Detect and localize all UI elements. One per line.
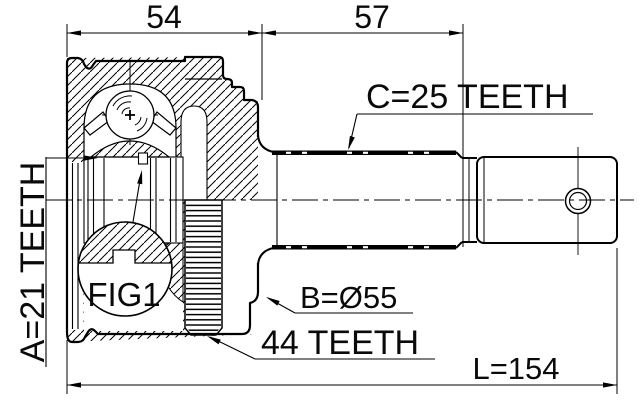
dimension-lines xyxy=(66,24,618,394)
shaft-fillet-top xyxy=(257,134,277,154)
dim-54-label: 54 xyxy=(146,0,182,35)
left-wall-lines xyxy=(71,163,79,329)
svg-text:C=25 TEETH: C=25 TEETH xyxy=(366,78,569,116)
svg-text:44 TEETH: 44 TEETH xyxy=(261,324,419,362)
left-wall-face xyxy=(67,162,84,330)
center-hole xyxy=(564,147,592,255)
fig1-tooth-profile xyxy=(78,222,172,264)
label-b-diameter: B=Ø55 xyxy=(266,280,413,315)
abs-tooth-ring xyxy=(184,199,223,336)
svg-text:B=Ø55: B=Ø55 xyxy=(300,280,397,315)
dimension-arrows xyxy=(67,30,617,388)
shaft-end xyxy=(476,147,618,255)
housing-window xyxy=(180,105,208,201)
housing-outline xyxy=(65,55,260,344)
shaft-fillet-bottom xyxy=(257,246,277,266)
label-44-teeth: 44 TEETH xyxy=(207,324,435,362)
spline-tooth-tab xyxy=(137,152,149,165)
ball-center-mark xyxy=(125,110,135,120)
fig1-leader-arrow xyxy=(137,170,143,185)
label-a-teeth: A=21 TEETH xyxy=(14,155,98,367)
label-c-teeth: C=25 TEETH xyxy=(348,78,593,150)
fig1-detail-circle: FIG1 xyxy=(77,170,173,317)
inner-race-upper-section xyxy=(89,140,171,158)
dim-length-label: L=154 xyxy=(472,351,559,386)
collar-face xyxy=(222,200,258,334)
ball-swirl-arcs xyxy=(112,95,148,132)
bearing-ball xyxy=(102,62,158,145)
spline-shaft xyxy=(272,147,618,255)
fig1-label: FIG1 xyxy=(87,276,160,313)
dim-57-label: 57 xyxy=(354,0,390,35)
